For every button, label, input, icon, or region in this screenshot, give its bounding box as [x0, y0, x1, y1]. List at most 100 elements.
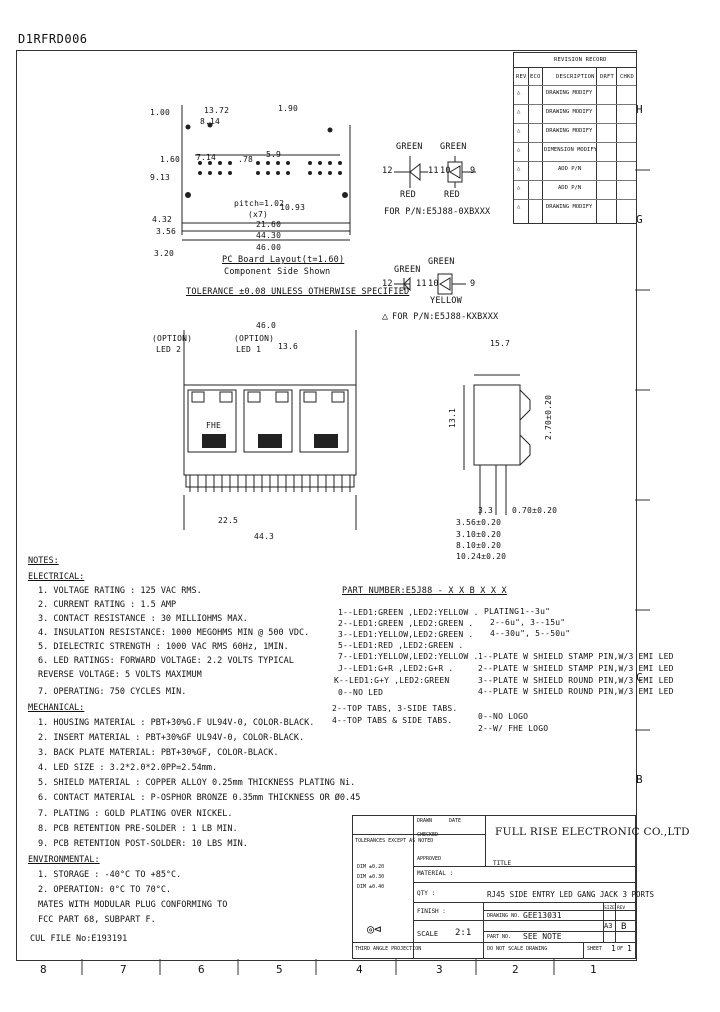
zone-2: 2 [512, 963, 519, 976]
of-value: 1 [627, 944, 632, 953]
zone-4: 4 [356, 963, 363, 976]
notes-title: NOTES: [28, 556, 59, 566]
dim-46-00: 46.00 [256, 243, 282, 252]
electrical-item: 4. INSULATION RESISTANCE: 1000 MEGOHMS M… [38, 628, 310, 638]
zone-b: B [636, 773, 643, 786]
dim-13-1: 13.1 [448, 407, 457, 428]
environmental-item: 1. STORAGE : -40°C TO +85°C. [38, 870, 182, 880]
dim-22-5: 22.5 [218, 516, 239, 525]
option-label-2: (OPTION) [234, 334, 275, 343]
drawing-title: RJ45 SIDE ENTRY LED GANG JACK 3 PORTS [487, 890, 655, 899]
schematic2-green-left: GREEN [394, 265, 421, 275]
led-option-j: J--LED1:G+R ,LED2:G+R . [338, 664, 454, 673]
electrical-item: 5. DIELECTRIC STRENGTH : 1000 VAC RMS 60… [38, 642, 289, 652]
part-no: SEE NOTE [523, 932, 562, 941]
dim-13-6: 13.6 [278, 342, 299, 351]
pcb-subcaption: Component Side Shown [224, 267, 331, 277]
rev-row: △DRAWING MODIFY [514, 104, 636, 120]
schematic2-part-number: FOR P/N:E5J88-KXBXXX [392, 312, 499, 322]
shield-option-4: 4--PLATE W SHIELD ROUND PIN,W/3 EMI LED [478, 687, 674, 696]
mechanical-item: 2. INSERT MATERIAL : PBT+30%GF UL94V-0, … [38, 733, 305, 743]
dim-10-93: 10.93 [280, 203, 306, 212]
dim-3-56: 3.56±0.20 [456, 518, 502, 527]
date-label: DATE [449, 818, 462, 824]
plating-option-3: 4--30u", 5--50u" [490, 629, 571, 638]
schematic2-pin-10: 10 [428, 279, 439, 289]
zone-5: 5 [276, 963, 283, 976]
title-label: TITLE [493, 860, 512, 867]
schematic1-pin-10: 10 [440, 166, 451, 176]
rev-header-drft: DRFT [600, 74, 615, 80]
dim-1-00: 1.00 [150, 108, 171, 117]
led-option-1: 1--LED1:GREEN ,LED2:YELLOW . [338, 608, 479, 617]
schematic2-pin-12: 12 [382, 279, 393, 289]
zone-g: G [636, 213, 643, 226]
zone-c: C [636, 671, 643, 684]
led-option-2: 2--LED1:GREEN ,LED2:GREEN . [338, 619, 474, 628]
mechanical-item: 6. CONTACT MATERIAL : P-OSPHOR BRONZE 0.… [38, 793, 361, 803]
revision-triangle-icon: △ [382, 311, 389, 322]
company-name: FULL RISE ELECTRONIC CO.,LTD [495, 826, 690, 838]
finish-label: FINISH : [417, 908, 446, 915]
environmental-item: FCC PART 68, SUBPART F. [38, 915, 156, 925]
dim-15-7: 15.7 [490, 339, 511, 348]
led-option-0: 0--NO LED [338, 688, 384, 697]
rev-label: REV [617, 906, 626, 911]
dim-3-56: 3.56 [156, 227, 177, 236]
dim-pitch: pitch=1.02 [234, 199, 285, 208]
drawing-no: GEE13031 [523, 911, 562, 920]
dim-44-3: 44.3 [254, 532, 275, 541]
schematic1-pin-9: 9 [470, 166, 476, 176]
sheet-value: 1 [611, 944, 616, 953]
electrical-item: 1. VOLTAGE RATING : 125 VAC RMS. [38, 586, 202, 596]
checked-label: CHECKED [417, 832, 439, 838]
rev-row: △ADD P/N [514, 161, 636, 177]
schematic2-yellow: YELLOW [430, 296, 462, 306]
tol-row: DIM ±0.40 [357, 884, 385, 890]
revision-record-table: REVISION RECORD REV ECO DESCRIPTION DRFT… [513, 52, 637, 224]
zone-h: H [636, 103, 643, 116]
dim-0-78: .78 [238, 155, 254, 164]
mechanical-item: 4. LED SIZE : 3.2*2.0*2.0PP=2.54mm. [38, 763, 218, 773]
environmental-item: MATES WITH MODULAR PLUG CONFORMING TO [38, 900, 228, 910]
dim-13-72: 13.72 [204, 106, 230, 115]
electrical-title: ELECTRICAL: [28, 572, 85, 582]
mechanical-item: 3. BACK PLATE MATERIAL: PBT+30%GF, COLOR… [38, 748, 279, 758]
schematic1-part-number: FOR P/N:E5J88-0XBXXX [384, 207, 491, 217]
electrical-item: 7. OPERATING: 750 CYCLES MIN. [38, 687, 187, 697]
tol-row: DIM ±0.20 [357, 864, 385, 870]
shield-option-1: 1--PLATE W SHIELD STAMP PIN,W/3 EMI LED [478, 652, 674, 661]
dim-7-14: 7.14 [196, 153, 217, 162]
dim-1-90: 1.90 [278, 104, 299, 113]
of-label: OF [617, 946, 624, 952]
part-no-label: PART NO. [487, 934, 512, 940]
dim-3-10: 3.10±0.20 [456, 530, 502, 539]
schematic2-green-right: GREEN [428, 257, 455, 267]
sheet-label: SHEET [587, 946, 603, 952]
plating-title: PLATING [484, 607, 520, 616]
dim-9-13: 9.13 [150, 173, 171, 182]
led-schematic-2-drawing [394, 273, 466, 295]
electrical-item: 3. CONTACT RESISTANCE : 30 MILLIOHMS MAX… [38, 614, 248, 624]
shield-option-2: 2--PLATE W SHIELD STAMP PIN,W/3 EMI LED [478, 664, 674, 673]
front-view-drawing [183, 330, 357, 530]
size-label: SIZE [604, 906, 615, 911]
environmental-item: 2. OPERATION: 0°C TO 70°C. [38, 885, 172, 895]
dim-1-60: 1.60 [160, 155, 181, 164]
led1-label: LED 1 [236, 345, 262, 354]
logo-option-2: 2--W/ FHE LOGO [478, 724, 549, 733]
plating-option-2: 2--6u", 3--15u" [490, 618, 566, 627]
environmental-item: CUL FILE No:E193191 [30, 934, 128, 944]
environmental-title: ENVIRONMENTAL: [28, 855, 100, 865]
mechanical-item: 1. HOUSING MATERIAL : PBT+30%G.F UL94V-0… [38, 718, 315, 728]
document-id: D1RFRD006 [18, 32, 88, 46]
schematic1-green-left: GREEN [396, 142, 423, 152]
led2-label: LED 2 [156, 345, 182, 354]
tolerance-note: TOLERANCE ±0.08 UNLESS OTHERWISE SPECIFI… [186, 287, 410, 297]
led-option-3: 3--LED1:YELLOW,LED2:GREEN . [338, 630, 474, 639]
dim-8-14: 8.14 [200, 117, 221, 126]
projection-symbol-icon: ◎⊲ [367, 922, 382, 936]
rev-row: △ADD P/N [514, 180, 636, 196]
led-schematic-1-drawing [394, 156, 476, 188]
